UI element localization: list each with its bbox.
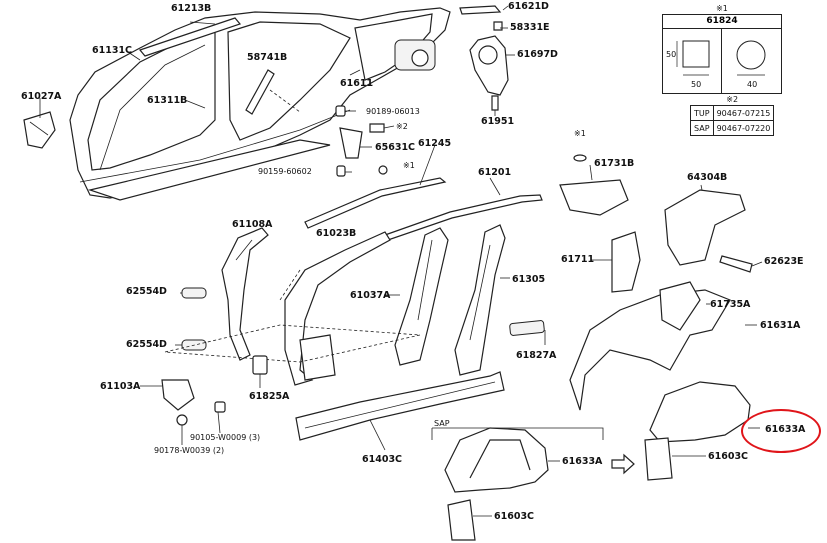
label-61403c: 61403C [362,454,403,465]
bracket-61027a [23,111,56,149]
table1-box: 61824 50 50 40 [662,14,782,94]
table1-dim-b: 50 [691,80,702,89]
table1-part: 61824 [663,15,781,29]
label-61611: 61611 [340,78,374,89]
roof-rail-61245 [304,177,447,229]
label-61621d: 61621D [508,1,549,12]
table2-mark: ※2 [726,95,739,104]
label-62554d-upper: 62554D [126,286,167,297]
body-side-outer-panel [69,7,451,201]
seal-strip-58741b [245,69,275,115]
label-star2: ※2 [396,122,408,131]
pad-62554d-upper [181,287,207,299]
table-row: SAP 90467-07220 [690,120,775,136]
seal-62623e [719,255,753,273]
label-61311b: 61311B [147,95,188,106]
label-61827a: 61827A [516,350,557,361]
table-row: TUP 90467-07215 [690,105,775,121]
label-64304b: 64304B [687,172,728,183]
pad-61827a [509,320,545,336]
label-61131c: 61131C [92,45,133,56]
rocker-panel-61403c [295,371,505,441]
label-61213b: 61213B [171,3,212,14]
label-61103a: 61103A [100,381,141,392]
label-65631c: 65631C [375,142,416,153]
table2-part: 90467-07220 [712,120,775,136]
bracket-61103a [140,379,226,426]
wheel-house-61631a [569,281,731,411]
highlight-callout [741,409,821,453]
label-star1-c: ※1 [574,129,586,138]
label-90105-w0009: 90105-W0009 (3) [190,433,261,442]
rear-panel-61731b [559,154,629,216]
label-sap: SAP [434,419,450,428]
inner-panel-64304b [664,189,746,266]
note-table-1: ※1 61824 50 50 40 [662,3,782,94]
table1-shapes [676,40,766,76]
label-61731b: 61731B [594,158,635,169]
fasteners-group [335,105,395,177]
part-61825a [252,355,268,375]
label-61305: 61305 [512,274,546,285]
wheel-house-inner-61633a [644,381,751,481]
roof-side-rail-61201 [384,194,543,241]
pillar-inner-61023b [284,231,391,386]
table1-dim-a: 50 [666,50,677,59]
arrow-icon [611,453,635,475]
label-61825a: 61825A [249,391,290,402]
table2-grid: TUP 90467-07215 SAP 90467-07220 [690,105,775,136]
front-pillar-61108a [221,227,269,361]
label-58741b: 58741B [247,52,288,63]
label-58331e: 58331E [510,22,550,33]
label-62623e: 62623E [764,256,804,267]
label-61631a: 61631A [760,320,801,331]
label-star1-b: ※1 [403,161,415,170]
label-61201: 61201 [478,167,512,178]
label-61633a-sap: 61633A [562,456,603,467]
table1-mark: ※1 [716,4,728,13]
label-61023b: 61023B [316,228,357,239]
table1-dim-c: 40 [747,80,758,89]
label-61735a: 61735A [710,299,751,310]
label-61108a: 61108A [232,219,273,230]
fuel-lid-parts [459,5,509,111]
label-61951: 61951 [481,116,515,127]
label-61037a: 61037A [350,290,391,301]
label-62554d-lower: 62554D [126,339,167,350]
label-61603c: 61603C [708,451,749,462]
label-90178-w0039: 90178-W0039 (2) [154,446,225,455]
label-90159-60602: 90159-60602 [258,167,312,176]
label-61245: 61245 [418,138,452,149]
label-61711: 61711 [561,254,595,265]
table2-code: SAP [690,120,714,136]
wheel-house-inner-61633a-sap [444,427,549,541]
note-table-2: ※2 TUP 90467-07215 SAP 90467-07220 [690,94,775,136]
table2-part: 90467-07215 [712,105,775,121]
label-61027a: 61027A [21,91,62,102]
table2-code: TUP [690,105,714,121]
brace-61711 [611,231,641,293]
b-pillar-61037a [394,227,449,366]
label-61603c-sap: 61603C [494,511,535,522]
label-61697d: 61697D [517,49,558,60]
pillar-61305 [454,224,506,376]
label-90189-06013: 90189-06013 [366,107,420,116]
